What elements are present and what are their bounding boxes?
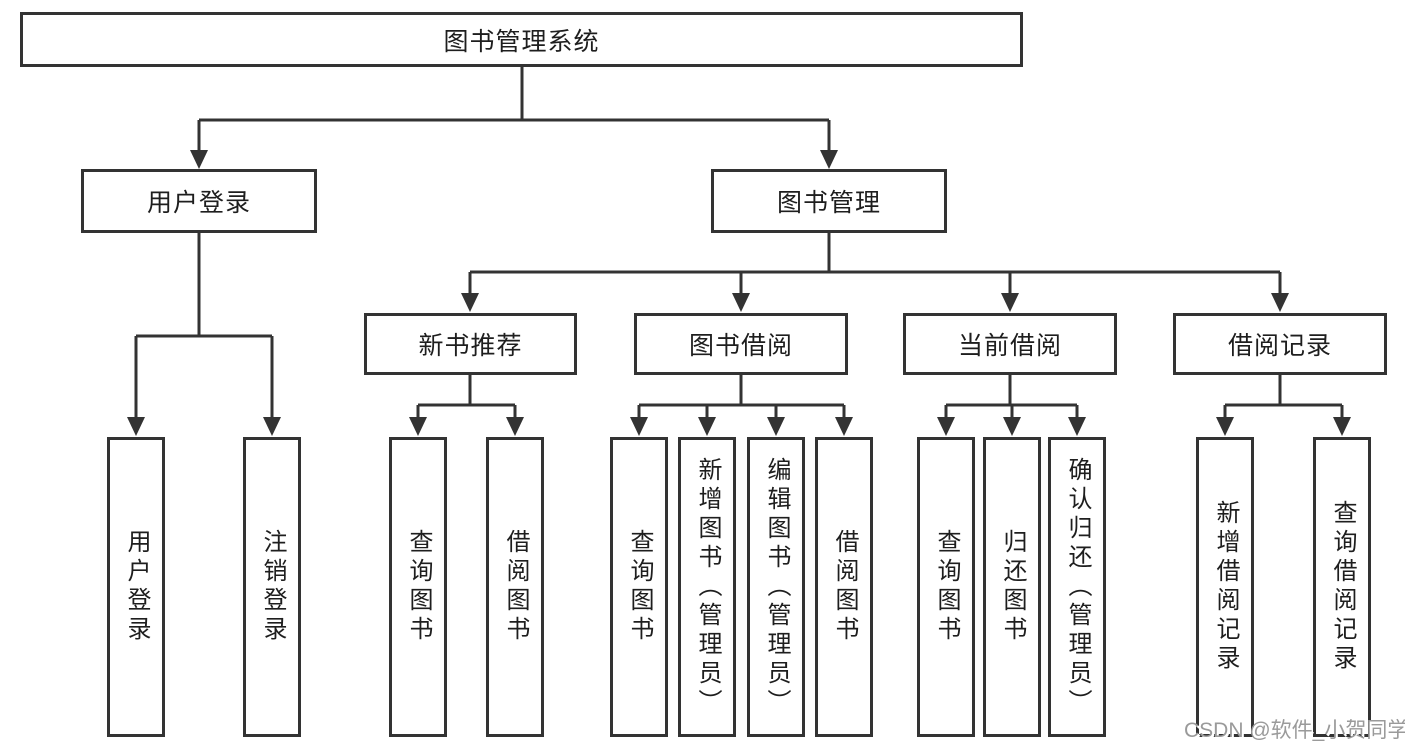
arrow-down-icon bbox=[506, 417, 524, 436]
leaf-label: 确认归还（管理员） bbox=[1064, 456, 1091, 718]
node-label: 图书借阅 bbox=[688, 332, 793, 360]
arrow-down-icon bbox=[461, 293, 479, 312]
connector-current-to-leaves bbox=[944, 374, 1079, 419]
leaf-query-borrow-record: 查询借阅记录 bbox=[1313, 437, 1371, 737]
arrow-down-icon bbox=[1271, 293, 1289, 312]
node-system-root: 图书管理系统 bbox=[20, 12, 1023, 67]
leaf-label: 归还图书 bbox=[999, 529, 1026, 645]
connector-records-to-leaves bbox=[1223, 374, 1344, 419]
leaf-add-book-admin: 新增图书（管理员） bbox=[678, 437, 736, 737]
leaf-label: 借阅图书 bbox=[502, 529, 529, 645]
arrow-down-icon bbox=[1003, 417, 1021, 436]
node-label: 当前借阅 bbox=[957, 332, 1062, 360]
leaf-label: 新增图书（管理员） bbox=[694, 456, 721, 718]
node-label: 图书管理系统 bbox=[443, 27, 600, 56]
leaf-label: 查询图书 bbox=[933, 529, 960, 645]
arrow-down-icon bbox=[820, 150, 838, 169]
arrow-down-icon bbox=[732, 293, 750, 312]
node-user-login: 用户登录 bbox=[81, 169, 317, 233]
leaf-label: 查询图书 bbox=[626, 529, 653, 645]
node-book-management: 图书管理 bbox=[711, 169, 947, 233]
leaf-label: 注销登录 bbox=[259, 529, 286, 645]
node-label: 新书推荐 bbox=[418, 332, 523, 360]
node-label: 借阅记录 bbox=[1227, 332, 1332, 360]
arrow-down-icon bbox=[1001, 293, 1019, 312]
arrow-down-icon bbox=[263, 417, 281, 436]
leaf-query-books: 查询图书 bbox=[917, 437, 975, 737]
leaf-edit-book-admin: 编辑图书（管理员） bbox=[747, 437, 805, 737]
arrow-down-icon bbox=[1333, 417, 1351, 436]
leaf-label: 新增借阅记录 bbox=[1212, 500, 1239, 674]
connector-root-to-level2 bbox=[197, 64, 831, 152]
leaf-return-books: 归还图书 bbox=[983, 437, 1041, 737]
arrow-down-icon bbox=[767, 417, 785, 436]
node-label: 图书管理 bbox=[776, 189, 881, 217]
leaf-label: 查询借阅记录 bbox=[1329, 500, 1356, 674]
arrowheads bbox=[127, 150, 1351, 436]
leaf-label: 编辑图书（管理员） bbox=[763, 456, 790, 718]
leaf-query-books: 查询图书 bbox=[610, 437, 668, 737]
leaf-add-borrow-record: 新增借阅记录 bbox=[1196, 437, 1254, 737]
arrow-down-icon bbox=[698, 417, 716, 436]
node-book-borrowing: 图书借阅 bbox=[634, 313, 848, 375]
arrow-down-icon bbox=[630, 417, 648, 436]
connector-book-mgmt-to-level3 bbox=[468, 231, 1282, 295]
arrow-down-icon bbox=[190, 150, 208, 169]
connector-user-login-to-leaves bbox=[134, 231, 274, 419]
csdn-watermark: CSDN @软件_小贺同学 bbox=[1184, 719, 1405, 742]
arrow-down-icon bbox=[1216, 417, 1234, 436]
leaf-borrow-books: 借阅图书 bbox=[486, 437, 544, 737]
node-new-book-recommend: 新书推荐 bbox=[364, 313, 577, 375]
arrow-down-icon bbox=[409, 417, 427, 436]
arrow-down-icon bbox=[127, 417, 145, 436]
node-current-borrowing: 当前借阅 bbox=[903, 313, 1117, 375]
arrow-down-icon bbox=[1068, 417, 1086, 436]
leaf-label: 借阅图书 bbox=[831, 529, 858, 645]
leaf-label: 查询图书 bbox=[405, 529, 432, 645]
leaf-label: 用户登录 bbox=[123, 529, 150, 645]
leaf-confirm-return-admin: 确认归还（管理员） bbox=[1048, 437, 1106, 737]
connector-borrowing-to-leaves bbox=[637, 374, 846, 419]
leaf-user-login: 用户登录 bbox=[107, 437, 165, 737]
leaf-query-books: 查询图书 bbox=[389, 437, 447, 737]
leaf-user-logout: 注销登录 bbox=[243, 437, 301, 737]
node-label: 用户登录 bbox=[146, 189, 251, 217]
arrow-down-icon bbox=[937, 417, 955, 436]
arrow-down-icon bbox=[835, 417, 853, 436]
node-borrow-records: 借阅记录 bbox=[1173, 313, 1387, 375]
leaf-borrow-books: 借阅图书 bbox=[815, 437, 873, 737]
connector-recommend-to-leaves bbox=[416, 374, 517, 419]
